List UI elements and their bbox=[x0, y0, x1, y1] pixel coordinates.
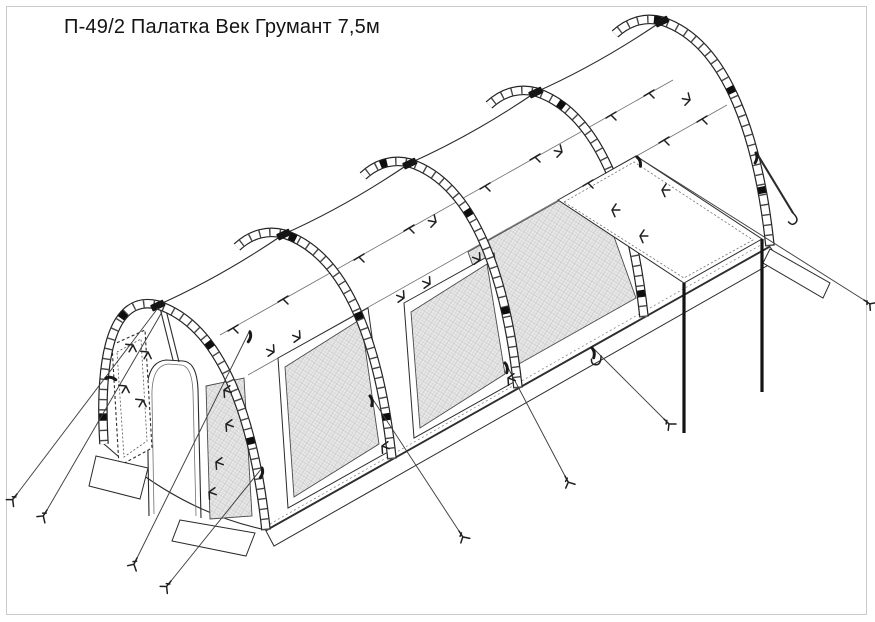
skirt-flap-left bbox=[88, 455, 149, 500]
side-mesh-window-1 bbox=[277, 307, 389, 509]
clip-icon bbox=[227, 324, 239, 334]
clip-icon bbox=[605, 111, 617, 121]
arch-rib-2 bbox=[233, 227, 397, 460]
stake-icon bbox=[454, 527, 471, 545]
pull-icon bbox=[264, 343, 278, 358]
guy-line bbox=[136, 329, 251, 559]
skirt-flap-rear bbox=[762, 248, 831, 299]
pull-icon bbox=[394, 289, 408, 304]
arch-rib-5 bbox=[611, 14, 775, 247]
guy-line bbox=[369, 394, 460, 532]
guy-line bbox=[635, 155, 865, 301]
guy-line bbox=[170, 467, 263, 582]
front-window-flap bbox=[111, 329, 153, 467]
door-top-seam-2 bbox=[165, 309, 180, 363]
pull-icon bbox=[425, 214, 440, 228]
image-frame bbox=[6, 6, 867, 615]
upper-seam-line bbox=[219, 79, 674, 336]
clip-icon bbox=[277, 295, 289, 305]
clip-icon bbox=[529, 153, 541, 163]
front-window-inner bbox=[116, 338, 148, 458]
arch-rib-3 bbox=[359, 156, 523, 389]
ground-skirts bbox=[88, 246, 831, 557]
clip-icon bbox=[696, 115, 708, 125]
clip-icon bbox=[643, 89, 655, 99]
clip-icon bbox=[479, 182, 491, 192]
window-mesh bbox=[284, 318, 380, 498]
drawing-title: П-49/2 Палатка Век Грумант 7,5м bbox=[64, 16, 380, 38]
side-awning bbox=[557, 155, 764, 433]
apex-tab bbox=[528, 86, 544, 99]
front-mesh-panel bbox=[205, 377, 253, 520]
stake-icon bbox=[860, 295, 875, 312]
guy-lines bbox=[16, 151, 865, 582]
side-mesh-window-2 bbox=[403, 252, 515, 439]
awning-rope bbox=[755, 151, 794, 214]
pull-icon bbox=[420, 275, 434, 290]
door-zipper-inner bbox=[151, 363, 197, 517]
apex-tab bbox=[150, 299, 166, 312]
awning-seam-dashed bbox=[563, 161, 754, 279]
door-top-seam bbox=[159, 307, 174, 361]
guy-line bbox=[46, 311, 163, 511]
guy-line bbox=[16, 307, 159, 495]
stake-icon bbox=[35, 506, 52, 524]
stake-icon bbox=[559, 472, 576, 490]
stake-icon bbox=[126, 555, 143, 572]
guy-line bbox=[591, 346, 665, 420]
skirt-flap-front bbox=[171, 519, 256, 557]
stake-icon bbox=[4, 490, 22, 508]
clip-icon bbox=[403, 224, 415, 234]
rope-hook-icon bbox=[786, 211, 799, 226]
pull-icon bbox=[290, 329, 304, 344]
strap-icon bbox=[242, 330, 256, 344]
stake-icon bbox=[158, 577, 176, 595]
apex-tab bbox=[654, 15, 670, 28]
clip-icon bbox=[658, 136, 670, 146]
apex-tab bbox=[402, 157, 418, 170]
apex-tabs bbox=[150, 15, 670, 312]
pull-icon bbox=[679, 92, 694, 106]
clip-icon bbox=[353, 253, 365, 263]
window-mesh bbox=[410, 263, 506, 429]
apex-tab bbox=[276, 228, 292, 241]
